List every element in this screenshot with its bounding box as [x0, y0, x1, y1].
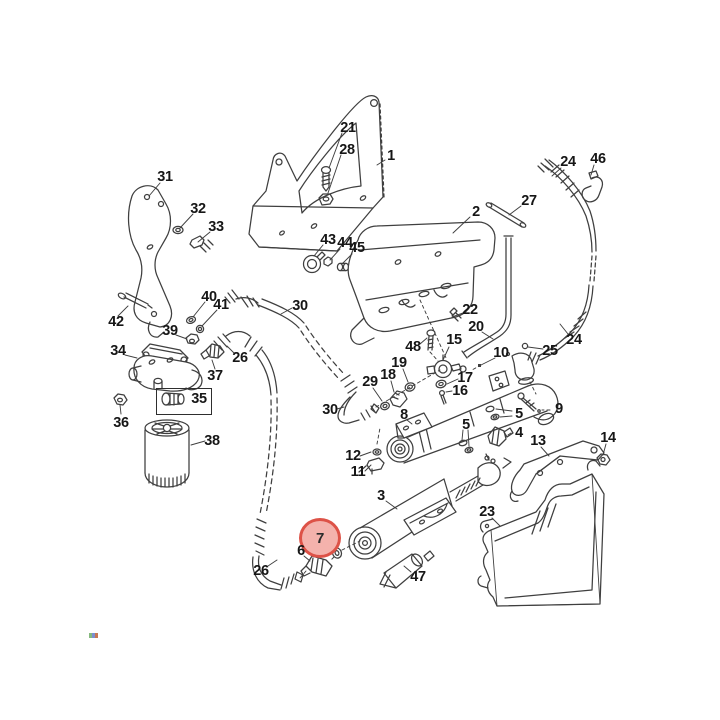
- highlight-box-35: [156, 388, 212, 415]
- hardware-39-40-41-drawing: [185, 315, 205, 345]
- callout-8[interactable]: 8: [400, 406, 408, 423]
- callout-25[interactable]: 25: [542, 342, 558, 359]
- fuel-filter-38-drawing: [144, 419, 190, 488]
- callout-48[interactable]: 48: [405, 338, 421, 355]
- support-bracket-31-drawing: [117, 185, 173, 338]
- sealant-tube-47-drawing: [379, 550, 435, 589]
- callout-27[interactable]: 27: [521, 192, 537, 209]
- callout-39[interactable]: 39: [162, 322, 178, 339]
- callout-41[interactable]: 41: [213, 296, 229, 313]
- callout-24-lower[interactable]: 24: [566, 331, 582, 348]
- callout-3[interactable]: 3: [377, 487, 385, 504]
- callout-46[interactable]: 46: [590, 150, 606, 167]
- fuel-pipe-20-drawing: [461, 235, 514, 359]
- callout-36[interactable]: 36: [113, 414, 129, 431]
- callout-20[interactable]: 20: [468, 318, 484, 335]
- bracket-13-drawing: [509, 440, 605, 503]
- bolt-9-drawing: [517, 392, 541, 413]
- callout-5-upper[interactable]: 5: [515, 405, 523, 422]
- callout-28[interactable]: 28: [339, 141, 355, 158]
- callout-21[interactable]: 21: [340, 119, 356, 136]
- fitting-4-drawing: [487, 426, 514, 447]
- callout-2[interactable]: 2: [472, 203, 480, 220]
- callout-22[interactable]: 22: [462, 301, 478, 318]
- callout-26-lower[interactable]: 26: [253, 562, 269, 579]
- artifact-pixel: [92, 633, 95, 638]
- callout-1[interactable]: 1: [387, 147, 395, 164]
- callout-35[interactable]: 35: [191, 390, 207, 407]
- callout-12[interactable]: 12: [345, 447, 361, 464]
- callout-44[interactable]: 44: [337, 234, 353, 251]
- callout-47[interactable]: 47: [410, 568, 426, 585]
- callout-32[interactable]: 32: [190, 200, 206, 217]
- callout-11[interactable]: 11: [350, 463, 366, 480]
- callout-40[interactable]: 40: [201, 288, 217, 305]
- callout-33[interactable]: 33: [208, 218, 224, 235]
- callout-10[interactable]: 10: [493, 344, 509, 361]
- hardware-32-33-drawing: [172, 225, 214, 253]
- callout-26-upper[interactable]: 26: [232, 349, 248, 366]
- callout-34[interactable]: 34: [110, 342, 126, 359]
- cooler-cover-2-drawing: [347, 221, 496, 345]
- fuel-hose-24-drawing: [521, 158, 597, 365]
- callout-30-upper[interactable]: 30: [292, 297, 308, 314]
- callout-24-upper[interactable]: 24: [560, 153, 576, 170]
- callout-15[interactable]: 15: [446, 331, 462, 348]
- callout-38[interactable]: 38: [204, 432, 220, 449]
- washers-5-lower-drawing: [458, 439, 474, 454]
- callout-37[interactable]: 37: [207, 367, 223, 384]
- callout-31[interactable]: 31: [157, 168, 173, 185]
- fitting-37-drawing: [200, 343, 225, 360]
- washers-5-upper-drawing: [485, 405, 500, 421]
- callout-16[interactable]: 16: [452, 382, 468, 399]
- artifact-pixel: [95, 633, 98, 638]
- callout-9[interactable]: 9: [555, 400, 563, 417]
- nut-14-drawing: [596, 453, 611, 466]
- callout-17[interactable]: 17: [457, 369, 473, 386]
- callout-18[interactable]: 18: [380, 366, 396, 383]
- callout-14[interactable]: 14: [600, 429, 616, 446]
- callout-5-lower[interactable]: 5: [462, 416, 470, 433]
- clip-46-drawing: [581, 170, 604, 203]
- axis-dashes: [299, 299, 551, 579]
- callout-6[interactable]: 6: [297, 542, 305, 559]
- filter-bracket-34-drawing: [128, 343, 203, 392]
- plug-36-drawing: [113, 393, 128, 406]
- leader-lines: [117, 132, 607, 573]
- fitting-6-drawing: [300, 555, 333, 577]
- anode-35-drawing: [161, 392, 185, 406]
- clamp-43-44-45-drawing: [302, 251, 350, 274]
- callout-42[interactable]: 42: [108, 313, 124, 330]
- mounting-bracket-1-drawing: [248, 95, 385, 252]
- fuel-pump-3-drawing: [348, 453, 512, 560]
- cover-23-drawing: [477, 459, 605, 607]
- callout-19[interactable]: 19: [391, 354, 407, 371]
- callout-13[interactable]: 13: [530, 432, 546, 449]
- callout-4[interactable]: 4: [515, 424, 523, 441]
- fuel-hose-26-drawing: [213, 330, 304, 591]
- callout-23[interactable]: 23: [479, 503, 495, 520]
- fuel-tube-assembly-drawing: [386, 370, 559, 464]
- callout-29[interactable]: 29: [362, 373, 378, 390]
- callout-30-lower[interactable]: 30: [322, 401, 338, 418]
- fuel-line-30-drawing: [224, 289, 380, 424]
- image-artifact: [89, 633, 98, 638]
- artifact-pixel: [89, 633, 92, 638]
- callout-45[interactable]: 45: [349, 239, 365, 256]
- hardware-cluster-drawing: [358, 329, 467, 475]
- pin-27-drawing: [485, 202, 527, 228]
- callout-7[interactable]: 7: [299, 518, 341, 558]
- callout-43[interactable]: 43: [320, 231, 336, 248]
